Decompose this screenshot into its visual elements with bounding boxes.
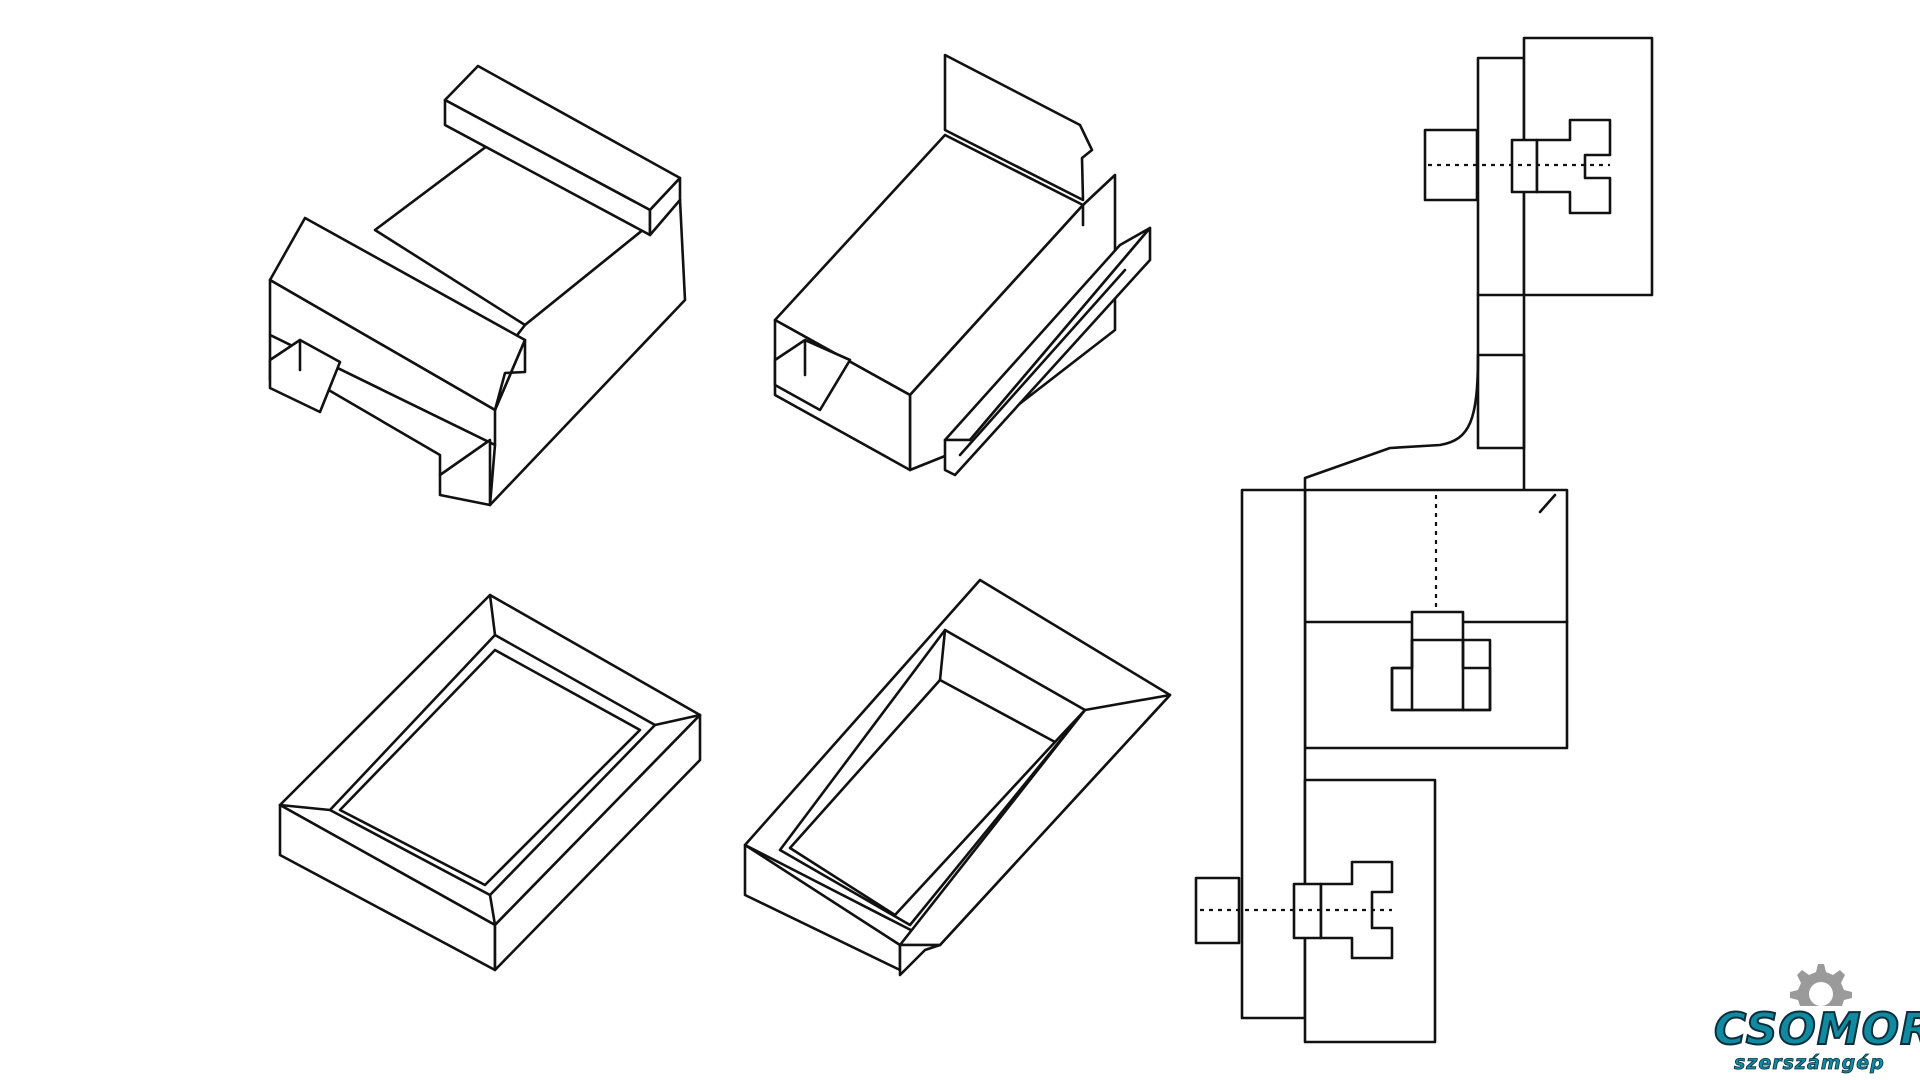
part4-corner-1 xyxy=(938,628,947,682)
part2-side-lip-inner xyxy=(958,268,1127,457)
part1-front-foot xyxy=(438,438,492,507)
gear-icon xyxy=(1790,964,1852,1018)
part3-corner-1 xyxy=(488,593,497,637)
fastener-top-head xyxy=(1535,118,1612,215)
part1-right-flange-end xyxy=(648,176,682,237)
part2-back-wall xyxy=(943,53,1094,202)
part4-corner-2 xyxy=(1053,708,1087,744)
pattern-middle-notch-right xyxy=(1538,493,1557,514)
fastener-top-washer xyxy=(1423,128,1479,202)
brand-logo: CSOMOR szerszámgép xyxy=(1708,958,1920,1078)
brand-tagline: szerszámgép xyxy=(1734,1052,1885,1074)
part1-left-foot xyxy=(268,338,342,414)
fastener-top-nut xyxy=(1510,138,1539,194)
part2-left-hem-lower xyxy=(773,338,852,412)
part3-inner-floor xyxy=(338,648,642,887)
figure-channel-part-with-side-lip xyxy=(773,53,1152,477)
part3-corner-3 xyxy=(488,893,497,927)
part3-corner-2 xyxy=(653,713,702,727)
figure-tray-with-sloped-end xyxy=(743,578,1172,977)
part3-front-wall-right xyxy=(493,713,702,972)
figure-shallow-tray xyxy=(278,593,702,972)
pattern-strip-top xyxy=(1476,56,1526,450)
fastener-bottom-nut xyxy=(1292,882,1323,940)
pattern-transition xyxy=(1303,353,1480,492)
figure-bent-part-with-top-flanges xyxy=(268,64,687,507)
brand-wordmark: CSOMOR xyxy=(1713,1004,1920,1055)
part1-left-hem-end xyxy=(493,338,527,412)
part3-corner-4 xyxy=(278,803,332,812)
part4-front-lip xyxy=(898,943,942,977)
figure-flat-pattern-with-fasteners xyxy=(1194,36,1654,1044)
